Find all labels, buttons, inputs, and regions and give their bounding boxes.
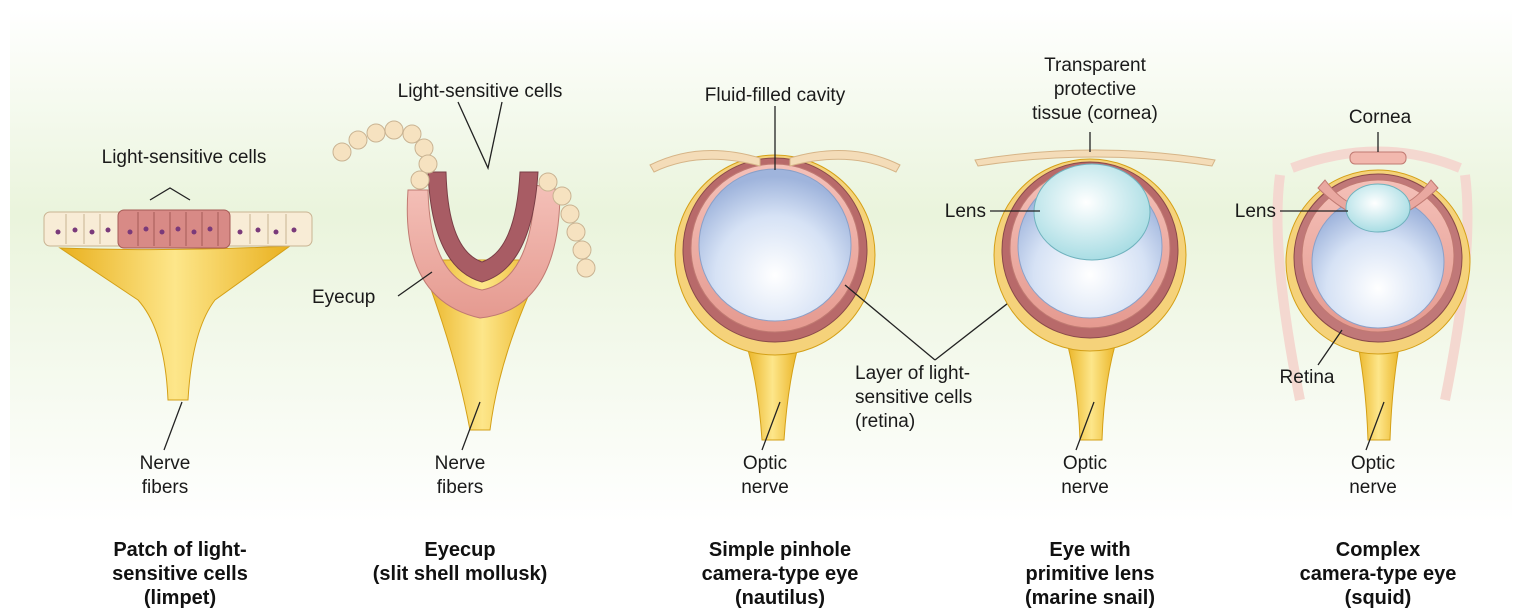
complex-eye-illustration	[1278, 132, 1471, 450]
complex-cornea-label: Cornea	[1320, 106, 1440, 130]
retina-layer-label: Layer of light- sensitive cells (retina)	[855, 362, 1045, 434]
primitive-caption: Eye with primitive lens (marine snail)	[960, 538, 1220, 610]
primitive-nerve-label: Optic nerve	[1030, 452, 1140, 500]
patch-fibers-label: Nerve fibers	[110, 452, 220, 500]
retina-pointer-lines	[845, 285, 1030, 360]
patch-eye-illustration	[44, 188, 312, 450]
eyecup-cells-label: Light-sensitive cells	[355, 80, 605, 104]
eyecup-label: Eyecup	[312, 286, 412, 310]
patch-cells-label: Light-sensitive cells	[64, 146, 304, 170]
pinhole-caption: Simple pinhole camera-type eye (nautilus…	[650, 538, 910, 610]
complex-caption: Complex camera-type eye (squid)	[1248, 538, 1508, 610]
primitive-cornea-label: Transparent protective tissue (cornea)	[1000, 54, 1190, 126]
complex-nerve-label: Optic nerve	[1318, 452, 1428, 500]
pinhole-nerve-label: Optic nerve	[710, 452, 820, 500]
pinhole-cavity-label: Fluid-filled cavity	[660, 84, 890, 108]
complex-lens-label: Lens	[1200, 200, 1276, 224]
eyecup-fibers-label: Nerve fibers	[405, 452, 515, 500]
primitive-lens-label: Lens	[920, 200, 986, 224]
eyecup-illustration	[333, 102, 595, 450]
eyecup-caption: Eyecup (slit shell mollusk)	[330, 538, 590, 586]
patch-caption: Patch of light- sensitive cells (limpet)	[50, 538, 310, 610]
complex-retina-label: Retina	[1262, 366, 1352, 390]
